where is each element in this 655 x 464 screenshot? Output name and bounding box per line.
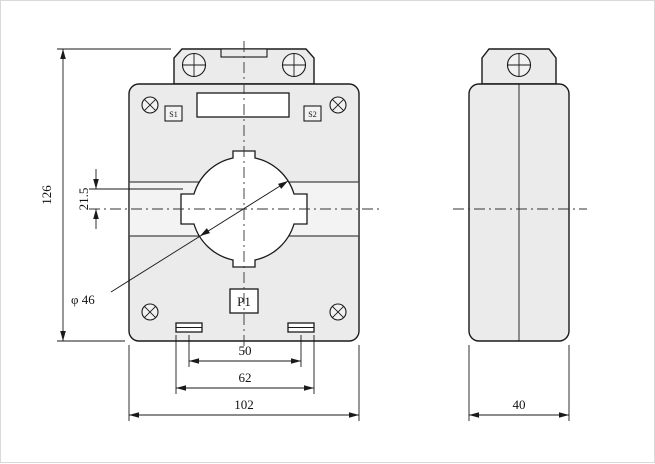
dim-hole-diameter-label: φ 46 [71, 292, 95, 307]
s2-box [303, 105, 322, 122]
dim-hole-diameter: φ 46 [71, 180, 289, 307]
nameplate [196, 92, 290, 118]
corner-screw-bottom-right-icon [329, 303, 347, 321]
dim-overall-height: 126 [39, 48, 171, 342]
dim-mounting-width-label: 62 [239, 370, 252, 385]
dim-overall-width: 102 [128, 345, 360, 421]
dim-overall-depth-label: 40 [513, 397, 526, 412]
corner-screw-bottom-left-icon [141, 303, 159, 321]
dimensions: 126 21.5 φ 46 50 [39, 48, 570, 421]
dim-overall-height-label: 126 [39, 185, 54, 205]
s1-box [164, 105, 183, 122]
s1-label: S1 [169, 110, 177, 119]
foot-slot-right [287, 322, 315, 333]
dim-foot-slot-spacing: 50 [188, 335, 302, 367]
front-view: S1 S2 P1 [89, 41, 381, 353]
corner-screw-top-left-icon [141, 96, 159, 114]
foot-slot-left [175, 322, 203, 333]
dim-center-offset-label: 21.5 [76, 188, 91, 211]
side-terminal-screw-icon [506, 52, 532, 78]
s2-label: S2 [308, 110, 316, 119]
corner-screw-top-right-icon [329, 96, 347, 114]
terminal-screw-left-icon [181, 52, 207, 78]
dim-overall-depth: 40 [468, 345, 570, 421]
terminal-screw-right-icon [281, 52, 307, 78]
dim-center-offset: 21.5 [76, 169, 183, 229]
dim-foot-slot-spacing-label: 50 [239, 343, 252, 358]
dim-overall-width-label: 102 [234, 397, 254, 412]
dim-mounting-width: 62 [175, 335, 315, 394]
side-view [453, 48, 587, 342]
